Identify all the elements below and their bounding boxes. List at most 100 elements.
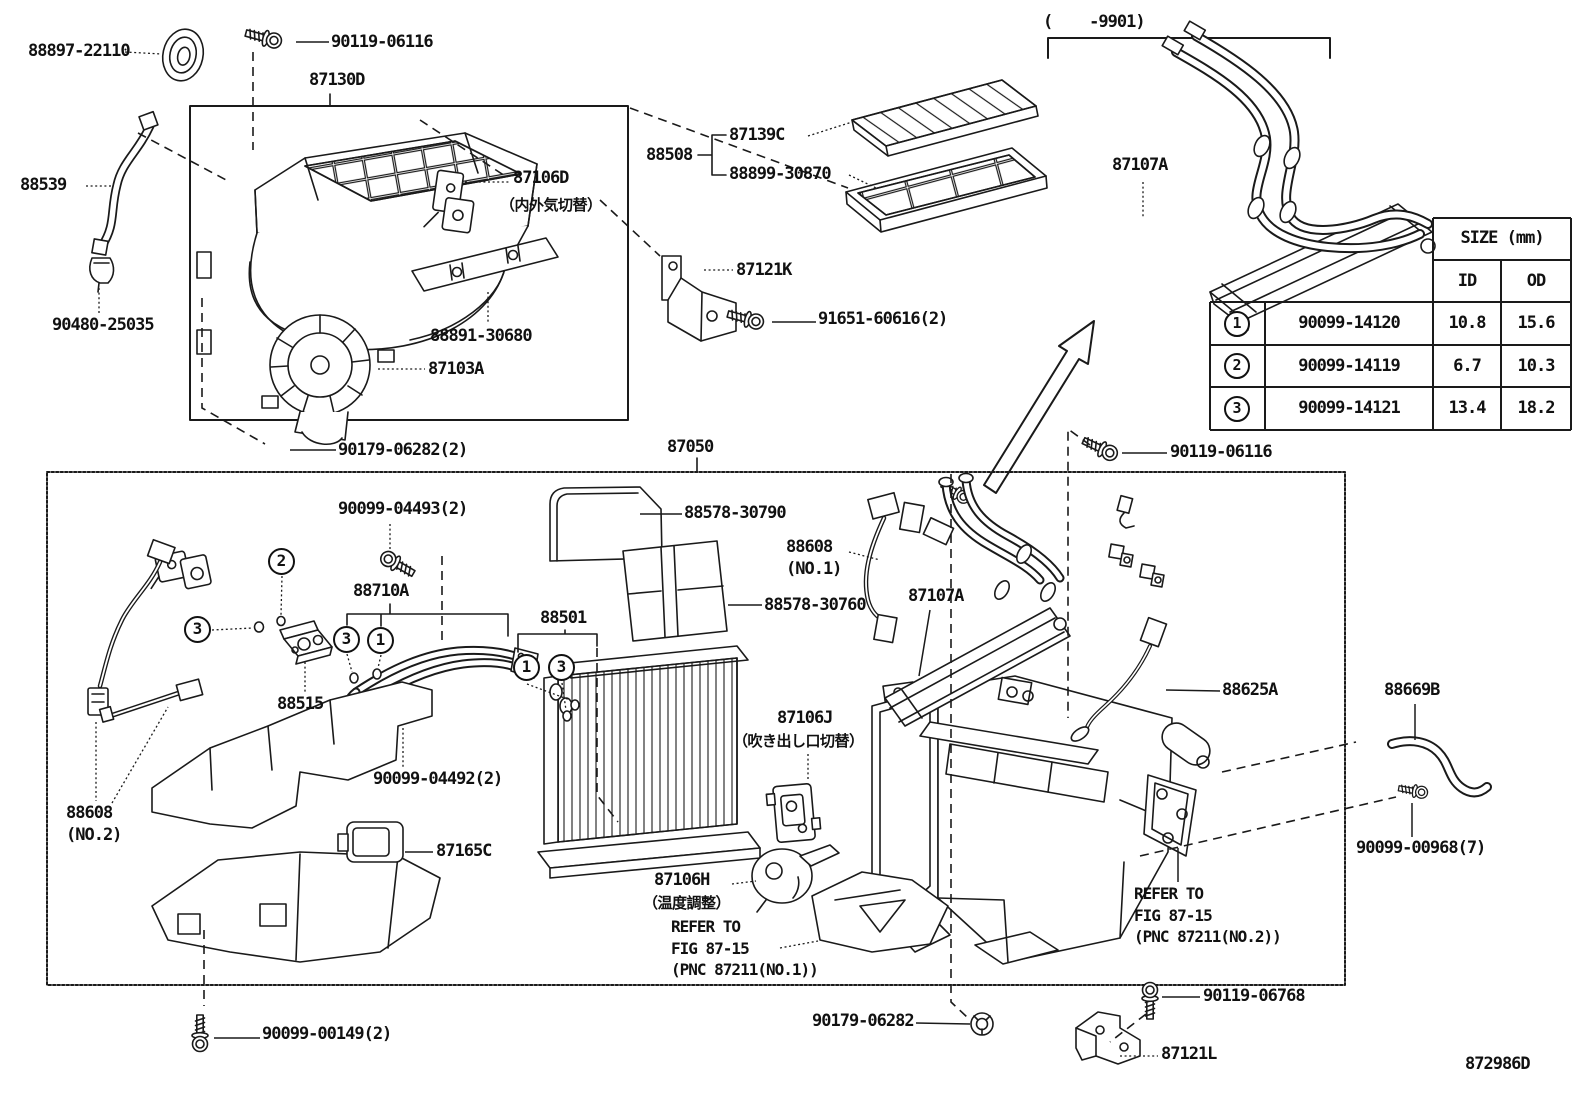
duct-lower-drawing bbox=[151, 851, 441, 963]
filter-element-drawing bbox=[851, 79, 1039, 157]
part-label-90179-06282-2: 90179-06282(2) bbox=[338, 440, 468, 460]
duct-refer1-drawing bbox=[811, 871, 949, 953]
part-label-90179-06282: 90179-06282 bbox=[812, 1011, 915, 1031]
callout-1-pipe: 1 bbox=[367, 627, 394, 654]
refer1-line1: REFER TO bbox=[671, 917, 741, 936]
part-label-87106h: 87106H bbox=[654, 870, 710, 890]
harness-no2-drawing bbox=[87, 538, 204, 723]
part-label-90480-25035: 90480-25035 bbox=[52, 315, 155, 335]
part-label-87121l: 87121L bbox=[1161, 1044, 1217, 1064]
callout-3-left: 3 bbox=[184, 616, 211, 643]
size-row1-num: 1 bbox=[1224, 311, 1250, 337]
hvac-unit-box bbox=[46, 471, 1346, 986]
heater-case-drawing bbox=[871, 675, 1173, 965]
filter-30760-drawing bbox=[622, 540, 728, 642]
part-label-90099-00968: 90099-00968(7) bbox=[1356, 838, 1486, 858]
part-label-90119-06768: 90119-06768 bbox=[1203, 986, 1306, 1006]
servo-j-drawing bbox=[765, 782, 822, 844]
refer2-line2: FIG 87-15 bbox=[1134, 906, 1213, 925]
servo-refer2-drawing bbox=[1143, 722, 1211, 857]
part-label-90119-06116-top: 90119-06116 bbox=[331, 32, 434, 52]
part-label-88899-30870: 88899-30870 bbox=[729, 164, 832, 184]
bolt-04493-drawing bbox=[376, 547, 419, 582]
size-row1-part: 90099-14120 bbox=[1298, 313, 1401, 333]
bracket-88501 bbox=[517, 629, 598, 653]
harness-no1-drawing bbox=[863, 491, 955, 644]
part-label-88669b: 88669B bbox=[1384, 680, 1440, 700]
dash-to-filter bbox=[629, 107, 849, 189]
refer1-line3: (PNC 87211(NO.1)) bbox=[671, 960, 819, 979]
part-label-88897-22110: 88897-22110 bbox=[28, 41, 131, 61]
size-row2-num: 2 bbox=[1224, 353, 1250, 379]
filter-case-drawing bbox=[845, 147, 1048, 233]
screw-90119-06116-right bbox=[1079, 432, 1121, 465]
servo-h-drawing bbox=[751, 844, 840, 913]
part-label-88578-30760: 88578-30760 bbox=[764, 595, 867, 615]
part-label-90099-04492: 90099-04492(2) bbox=[373, 769, 503, 789]
resistor-plate-drawing bbox=[411, 237, 559, 292]
callout-3-pipe: 3 bbox=[333, 626, 360, 653]
size-table-col-od: OD bbox=[1526, 271, 1546, 291]
callout-2: 2 bbox=[268, 548, 295, 575]
o-rings bbox=[253, 615, 580, 722]
size-row2-part: 90099-14119 bbox=[1298, 356, 1401, 376]
part-label-88625a: 88625A bbox=[1222, 680, 1278, 700]
size-table-grid bbox=[1209, 217, 1572, 431]
bracket-88710a bbox=[346, 603, 509, 637]
size-row2-id: 6.7 bbox=[1453, 356, 1482, 376]
size-row3-od: 18.2 bbox=[1517, 398, 1556, 418]
part-label-87106d: 87106D bbox=[513, 168, 569, 188]
part-label-90119-06116-right: 90119-06116 bbox=[1170, 442, 1273, 462]
screw-00149-drawing bbox=[191, 1014, 209, 1053]
size-row3-num: 3 bbox=[1224, 396, 1250, 422]
dash-hose-b1 bbox=[1221, 741, 1357, 773]
shield-30790-drawing bbox=[549, 486, 663, 562]
part-label-88710a: 88710A bbox=[353, 581, 409, 601]
callout-1-evap: 1 bbox=[513, 654, 540, 681]
hose-88669b-drawing bbox=[1387, 736, 1492, 798]
size-row3-part: 90099-14121 bbox=[1298, 398, 1401, 418]
refer1-line2: FIG 87-15 bbox=[671, 939, 750, 958]
dash-evap-fit bbox=[596, 648, 619, 823]
size-table-col-id: ID bbox=[1457, 271, 1477, 291]
blower-unit-box bbox=[189, 105, 629, 445]
dash-to-nut bbox=[201, 298, 266, 445]
size-table-title: SIZE (mm) bbox=[1460, 228, 1544, 248]
part-label-87107a: 87107A bbox=[908, 586, 964, 606]
dash-hose bbox=[137, 132, 229, 182]
figure-code: 872986D bbox=[1465, 1054, 1531, 1074]
part-label-88578-30790: 88578-30790 bbox=[684, 503, 787, 523]
inside-outside-air-servo-drawing bbox=[423, 169, 475, 234]
part-label-88608-no2: 88608 bbox=[66, 803, 113, 823]
label-ticks bbox=[329, 93, 698, 473]
part-label-87050: 87050 bbox=[667, 437, 714, 457]
size-row1-id: 10.8 bbox=[1448, 313, 1487, 333]
refer2-line3: (PNC 87211(NO.2)) bbox=[1134, 927, 1282, 946]
blower-motor-drawing bbox=[261, 314, 395, 445]
dash-hose-b2 bbox=[1139, 796, 1397, 857]
hose-88539-drawing bbox=[91, 110, 159, 256]
dash-split-line bbox=[950, 474, 969, 1019]
thermistor-drawing bbox=[1070, 616, 1168, 742]
part-label-88608-no2-sub: (NO.2) bbox=[66, 825, 122, 845]
callout-3-evap: 3 bbox=[548, 654, 575, 681]
refer2-line1: REFER TO bbox=[1134, 884, 1204, 903]
part-label-88508: 88508 bbox=[646, 145, 693, 165]
dash-screw-06768 bbox=[1109, 1013, 1147, 1043]
dash-to-87121k bbox=[599, 199, 661, 257]
part-label-87130d: 87130D bbox=[309, 70, 365, 90]
part-label-87106j: 87106J bbox=[777, 708, 833, 728]
expansion-valve-drawing bbox=[279, 620, 333, 665]
screw-06768-drawing bbox=[1141, 981, 1159, 1020]
part-label-87121k: 87121K bbox=[736, 260, 792, 280]
part-label-88515: 88515 bbox=[277, 694, 324, 714]
part-label-91651-60616: 91651-60616(2) bbox=[818, 309, 948, 329]
clip-90480-drawing bbox=[89, 257, 115, 293]
part-label-88501: 88501 bbox=[540, 608, 587, 628]
clip-icons bbox=[1108, 494, 1165, 588]
part-label-87106j-ja: （吹き出し口切替） bbox=[733, 732, 864, 750]
screw-90119-06116-top bbox=[243, 24, 285, 51]
size-row1-od: 15.6 bbox=[1517, 313, 1556, 333]
